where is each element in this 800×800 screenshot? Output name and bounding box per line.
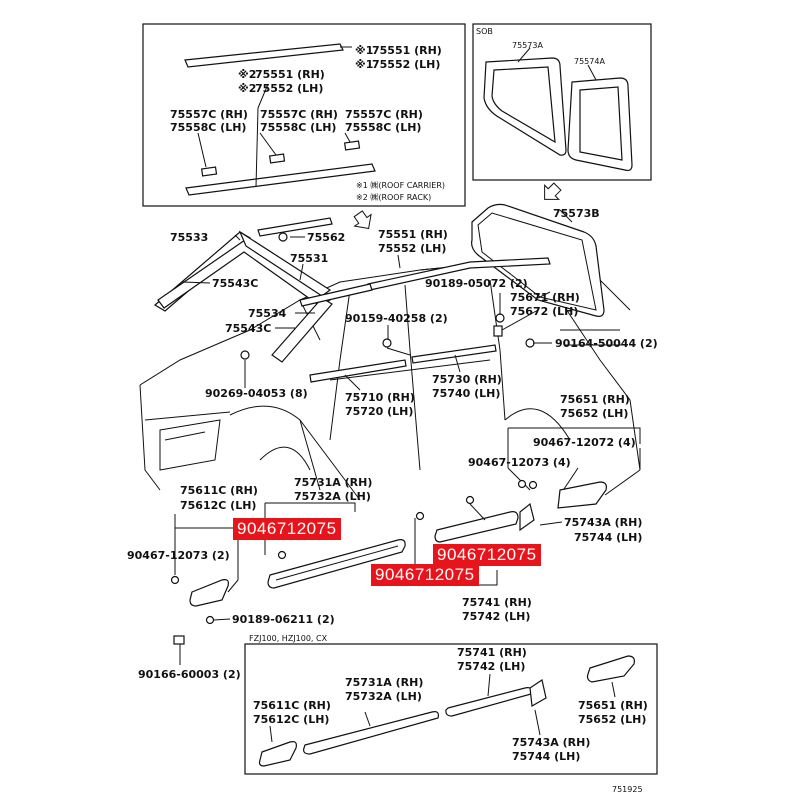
inset-label: 75557C (RH): [260, 108, 338, 121]
door-moulding-75731a: [267, 539, 406, 589]
inset-note: ※1 ㈱(ROOF CARRIER): [356, 180, 445, 190]
part-label: 75742 (LH): [462, 610, 530, 623]
door-moulding-75731a-variant: [303, 711, 439, 755]
inset-note: ※2 ㈱(ROOF RACK): [356, 192, 431, 202]
mudguard-75651: [557, 481, 607, 509]
inset-label: 75574A: [574, 57, 605, 66]
part-label: 75740 (LH): [432, 387, 500, 400]
inset-mark: ※1: [355, 58, 373, 71]
part-label: 90467-12072 (4): [533, 436, 636, 449]
inset-label: 75558C (LH): [260, 121, 336, 134]
part-label: 75612C (LH): [253, 713, 329, 726]
part-label: 75720 (LH): [345, 405, 413, 418]
pillar-garnish-75534: [271, 297, 333, 363]
door-moulding-75741-variant: [445, 687, 532, 717]
part-label: 75732A (LH): [345, 690, 422, 703]
part-label: 75562: [307, 231, 345, 244]
trim-piece-75743a: [519, 502, 535, 532]
part-label: 75710 (RH): [345, 391, 415, 404]
part-label: 75744 (LH): [574, 531, 642, 544]
part-label: 75651 (RH): [578, 699, 648, 712]
inset-label: 75558C (LH): [345, 121, 421, 134]
door-moulding-75741: [434, 511, 519, 543]
part-label: 90269-04053 (8): [205, 387, 308, 400]
part-label: 75533: [170, 231, 208, 244]
part-label: 75732A (LH): [294, 490, 371, 503]
part-label: 75552 (LH): [378, 242, 446, 255]
mudguard-75611c: [189, 579, 229, 607]
roof-strip-upper: [184, 43, 344, 68]
mudguard-75651-variant: [586, 655, 635, 683]
roof-strip-lower: [185, 163, 376, 196]
arrow-icon: [544, 182, 562, 200]
inset-label: 75552 (LH): [255, 82, 323, 95]
inset-title: FZJ100, HZJ100, CX: [249, 634, 328, 643]
inset-label: 75557C (RH): [345, 108, 423, 121]
belt-moulding-75710: [309, 359, 407, 383]
figure-code: 751925: [612, 785, 643, 794]
inset-label: 75573A: [512, 41, 543, 50]
inset-roof-box: [142, 23, 466, 207]
part-label: 75652 (LH): [560, 407, 628, 420]
inset-label: 75558C (LH): [170, 121, 246, 134]
part-label: 75531: [290, 252, 328, 265]
part-label: 75743A (RH): [564, 516, 642, 529]
inset-window-box: [472, 23, 652, 181]
part-label: 75742 (LH): [457, 660, 525, 673]
part-label: 75744 (LH): [512, 750, 580, 763]
part-label: 90467-12073 (4): [468, 456, 571, 469]
inset-variant-box: [244, 643, 658, 775]
part-label: 75611C (RH): [180, 484, 258, 497]
part-label: 75743A (RH): [512, 736, 590, 749]
part-label: 75671 (RH): [510, 291, 580, 304]
part-label: 90189-06211 (2): [232, 613, 335, 626]
part-label: 75672 (LH): [510, 305, 578, 318]
part-label: 75741 (RH): [457, 646, 527, 659]
trim-piece-75743a-variant: [529, 679, 547, 707]
part-label: 75534: [248, 307, 287, 320]
inset-mark: ※1: [355, 44, 373, 57]
inset-title: SOB: [476, 27, 493, 36]
belt-moulding-75730: [411, 344, 497, 364]
part-label: 75543C: [212, 277, 258, 290]
part-label: 75731A (RH): [294, 476, 372, 489]
inset-mark: ※2: [238, 68, 256, 81]
highlight-part-number: 9046712075: [371, 564, 479, 586]
part-label: 90159-40258 (2): [345, 312, 448, 325]
part-label: 75543C: [225, 322, 271, 335]
part-label: 75731A (RH): [345, 676, 423, 689]
part-label: 90189-05072 (2): [425, 277, 528, 290]
part-label: 75612C (LH): [180, 499, 256, 512]
inset-label: 75551 (RH): [372, 44, 442, 57]
part-label: 75611C (RH): [253, 699, 331, 712]
inset-label: 75551 (RH): [255, 68, 325, 81]
arrow-icon: [353, 210, 372, 230]
part-label: 75651 (RH): [560, 393, 630, 406]
part-label: 75741 (RH): [462, 596, 532, 609]
part-label: 75730 (RH): [432, 373, 502, 386]
highlight-part-number: 9046712075: [233, 518, 341, 540]
part-label: 75551 (RH): [378, 228, 448, 241]
part-label: 75652 (LH): [578, 713, 646, 726]
part-label: 75573B: [553, 207, 600, 220]
inset-mark: ※2: [238, 82, 256, 95]
part-label: 90164-50044 (2): [555, 337, 658, 350]
mudguard-75611c-variant: [258, 741, 297, 767]
inset-label: 75557C (RH): [170, 108, 248, 121]
part-label: 90467-12073 (2): [127, 549, 230, 562]
highlight-part-number: 9046712075: [433, 544, 541, 566]
part-label: 90166-60003 (2): [138, 668, 241, 681]
inset-label: 75552 (LH): [372, 58, 440, 71]
